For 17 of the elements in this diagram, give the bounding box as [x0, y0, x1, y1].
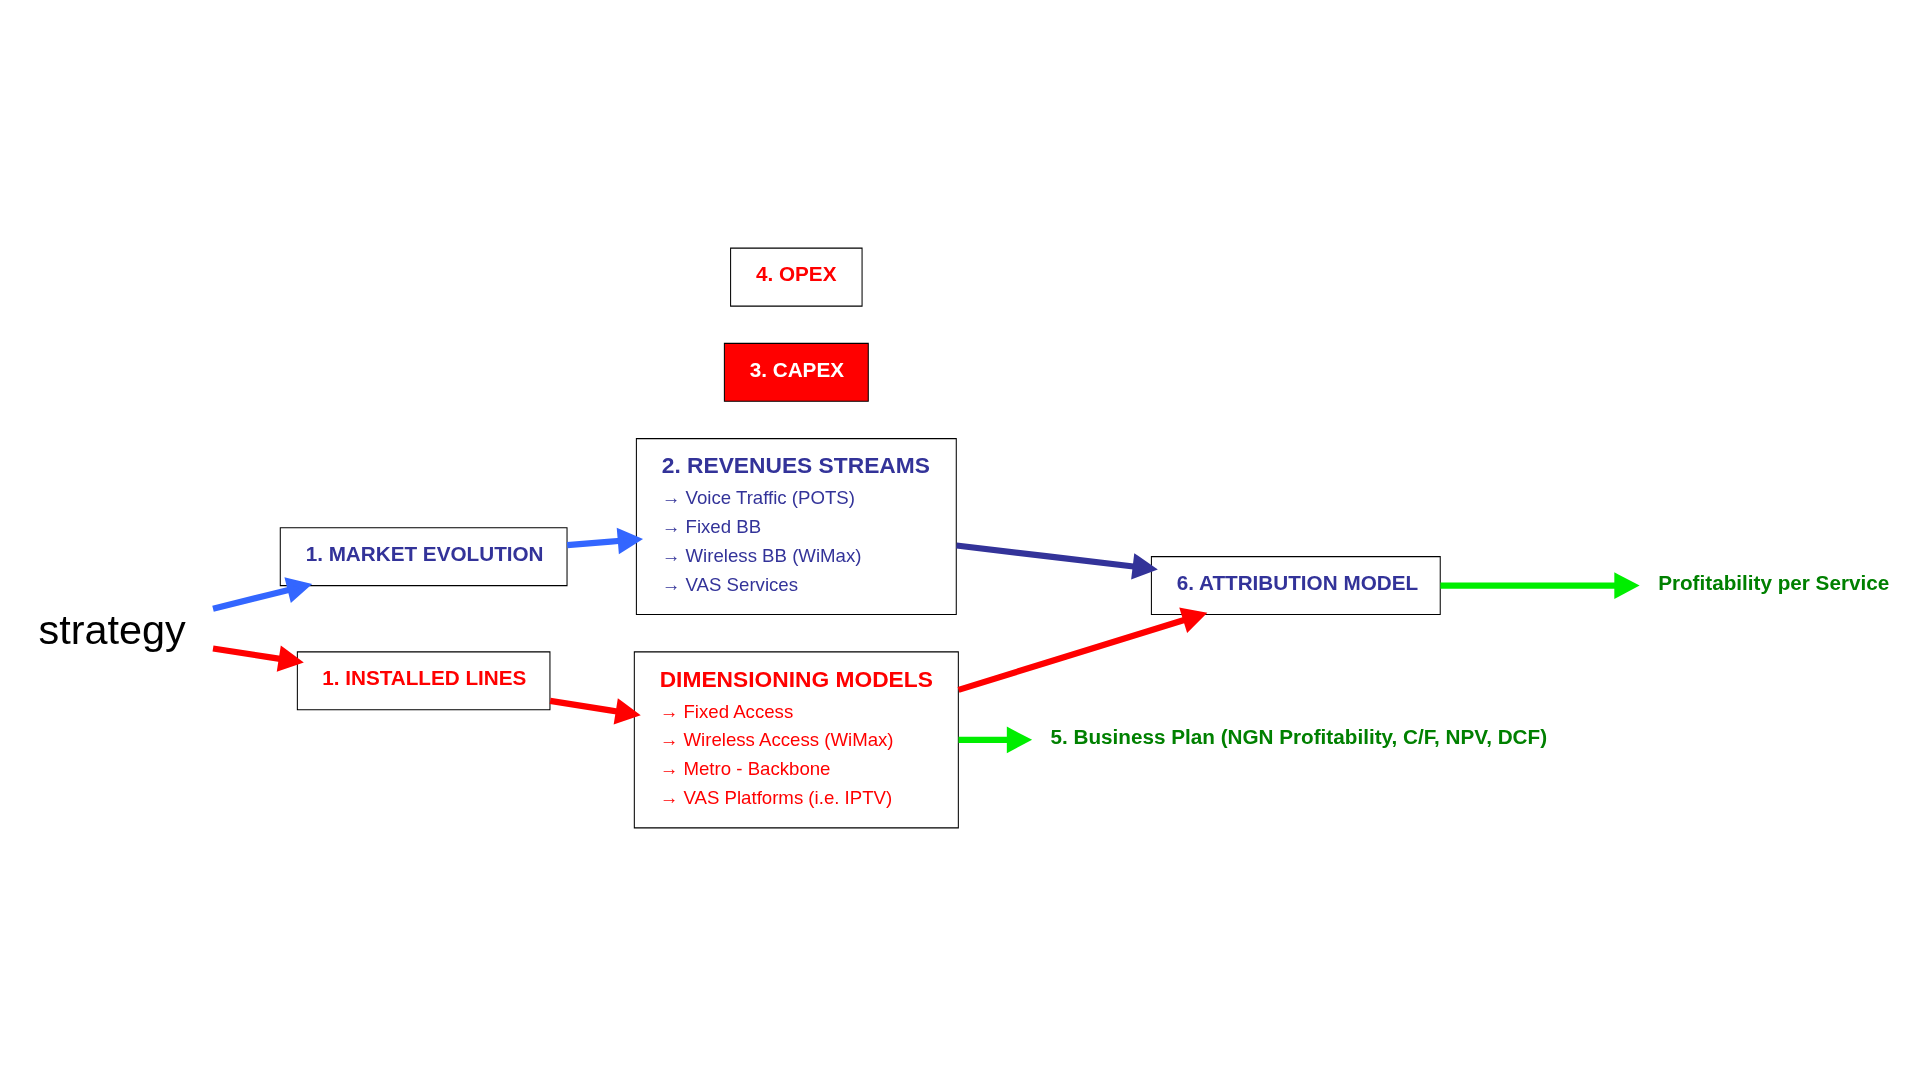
arrow: [549, 697, 641, 724]
node-text: Profitability per Service: [1657, 570, 1889, 594]
node-box: 2. REVENUES STREAMS → Voice Traffic (POTS) → Fixed BB → Wireless BB (WiMax) → VAS Services: [635, 437, 957, 615]
arrow: [212, 644, 304, 672]
node-box: 1. MARKET EVOLUTION: [279, 526, 568, 586]
arrow: [957, 607, 1207, 693]
node-box: 6. ATTRIBUTION MODEL: [1150, 555, 1441, 615]
node-text: strategy: [38, 606, 186, 653]
arrow: [955, 541, 1158, 580]
node-box: DIMENSIONING MODELS → Fixed Access → Wireless Access (WiMax) → Metro - Backbone → VAS Platforms (i.e. IPTV): [633, 650, 959, 828]
node-box: 3. CAPEX: [723, 342, 869, 402]
node-text: 5. Business Plan (NGN Profitability, C/F, NPV, DCF): [1049, 724, 1547, 748]
node-box: 4. OPEX: [729, 247, 863, 307]
arrow: [566, 527, 643, 554]
arrow: [211, 576, 312, 612]
node-box: 1. INSTALLED LINES: [296, 650, 550, 710]
arrow: [1439, 571, 1640, 599]
